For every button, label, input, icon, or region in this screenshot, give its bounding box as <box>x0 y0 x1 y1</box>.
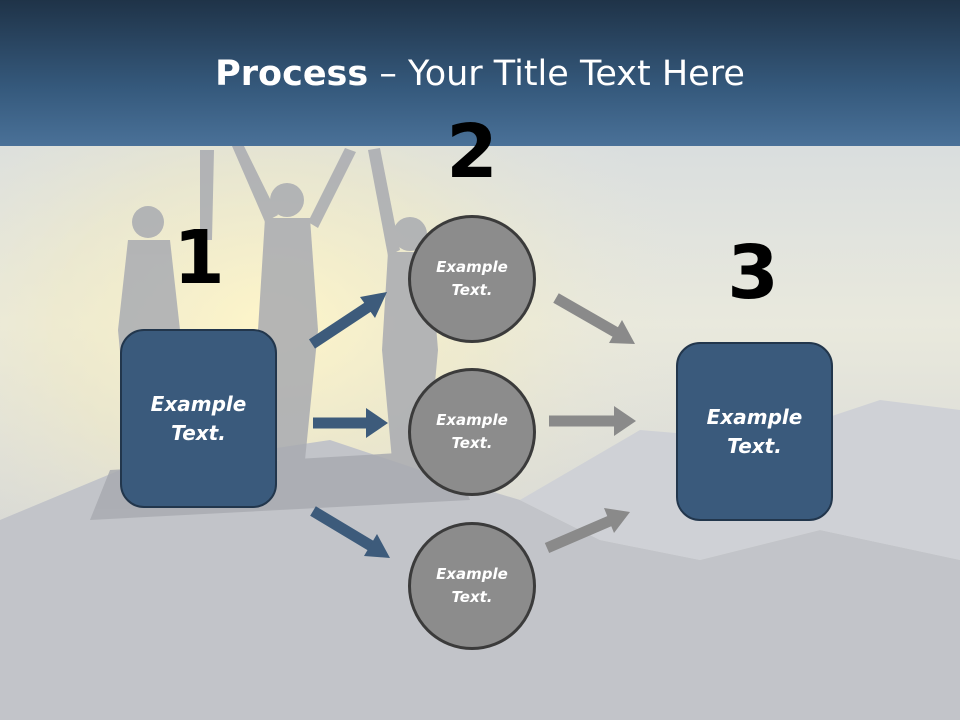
arrow-left-to-top <box>308 292 387 349</box>
left-box-text: Example Text. <box>150 391 247 445</box>
arrow-middle-to-right <box>549 406 636 436</box>
circle-middle: Example Text. <box>408 368 536 496</box>
step-number-3: 3 <box>727 230 779 316</box>
circle-top: Example Text. <box>408 215 536 343</box>
slide-title: Process – Your Title Text Here <box>0 52 960 96</box>
title-bar <box>0 0 960 146</box>
left-box: Example Text. <box>120 329 277 508</box>
title-rest: – Your Title Text Here <box>368 54 745 94</box>
right-box: Example Text. <box>676 342 833 521</box>
right-box-text: Example Text. <box>706 404 803 458</box>
arrow-left-to-bottom <box>310 506 390 558</box>
circle-middle-text: Example Text. <box>436 411 508 452</box>
circle-top-text: Example Text. <box>436 258 508 299</box>
title-bold: Process <box>215 54 369 94</box>
step-number-2: 2 <box>446 109 498 195</box>
arrow-left-to-middle <box>313 408 388 438</box>
arrow-bottom-to-right <box>544 508 630 554</box>
step-number-1: 1 <box>173 215 225 301</box>
circle-bottom-text: Example Text. <box>436 565 508 606</box>
circle-bottom: Example Text. <box>408 522 536 650</box>
arrow-top-to-right <box>553 293 635 344</box>
